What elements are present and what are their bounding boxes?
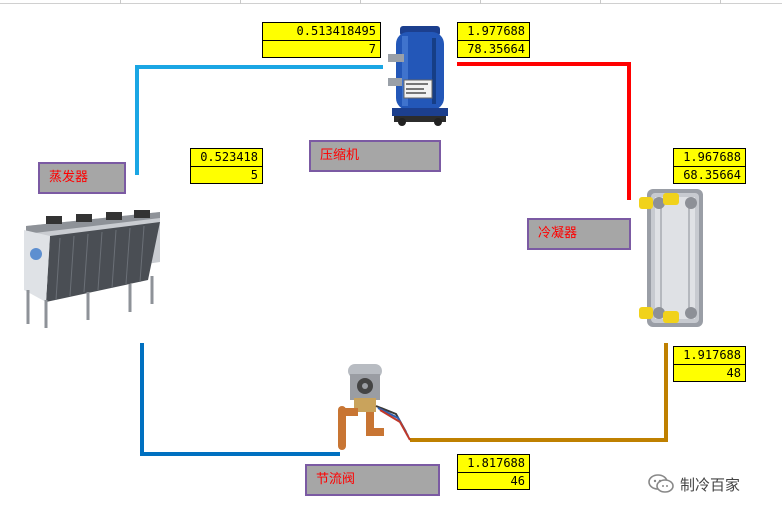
- evaporator-outlet-values: 0.523418 5: [190, 148, 263, 184]
- value-cell: 46: [458, 472, 529, 489]
- condenser-outlet-values: 1.917688 48: [673, 346, 746, 382]
- suction-pipe-vertical: [135, 65, 139, 175]
- value-cell: 7: [263, 40, 380, 57]
- suction-pipe-horizontal: [135, 65, 383, 69]
- value-cell: 48: [674, 364, 745, 381]
- value-cell: 68.35664: [674, 166, 745, 183]
- low-side-pipe-horizontal: [140, 452, 340, 456]
- value-cell: 0.513418495: [296, 24, 376, 38]
- evaporator-label: 蒸发器: [38, 162, 126, 194]
- low-side-pipe-vertical: [140, 343, 144, 456]
- expansion-valve-icon: [338, 364, 411, 450]
- value-cell: 1.917688: [683, 348, 741, 362]
- value-cell: 1.977688: [467, 24, 525, 38]
- value-cell: 5: [191, 166, 262, 183]
- condenser-label: 冷凝器: [527, 218, 631, 250]
- value-cell: 78.35664: [458, 40, 529, 57]
- valve-inlet-values: 1.817688 46: [457, 454, 530, 490]
- discharge-pipe-horizontal: [457, 62, 631, 66]
- watermark: 制冷百家: [648, 473, 740, 495]
- value-cell: 1.967688: [683, 150, 741, 164]
- value-cell: 1.817688: [467, 456, 525, 470]
- watermark-text: 制冷百家: [680, 475, 741, 494]
- value-cell: 0.523418: [200, 150, 258, 164]
- expansion-valve-label: 节流阀: [305, 464, 440, 496]
- compressor-inlet-values: 0.513418495 7: [262, 22, 381, 58]
- liquid-pipe-horizontal: [410, 438, 668, 442]
- compressor-icon: [388, 26, 448, 126]
- condenser-inlet-values: 1.967688 68.35664: [673, 148, 746, 184]
- evaporator-icon: [24, 210, 160, 328]
- discharge-pipe-vertical: [627, 62, 631, 200]
- spreadsheet-grid-strip: [0, 0, 782, 4]
- compressor-outlet-values: 1.977688 78.35664: [457, 22, 530, 58]
- condenser-icon: [639, 189, 703, 327]
- compressor-label: 压缩机: [309, 140, 441, 172]
- liquid-pipe-vertical: [664, 343, 668, 442]
- wechat-icon: [648, 474, 674, 493]
